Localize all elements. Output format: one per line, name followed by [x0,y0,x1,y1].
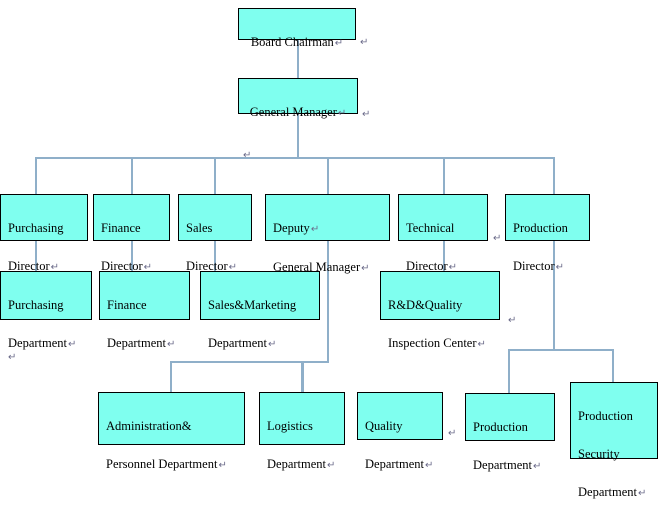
pilcrow-mark: ↵ [310,224,320,235]
connector-drop-deputy-gm [327,157,329,195]
node-purchasing-department-line2: Department [8,336,68,350]
paragraph-mark-production-director-left: ↵ [493,233,502,244]
node-technical-director-line1: Technical [406,221,455,235]
node-purchasing-department-line1: Purchasing [8,298,64,312]
pilcrow-mark: ↵ [638,488,647,499]
pilcrow-mark: ↵ [337,108,347,119]
node-logistics-department[interactable]: Logistics Department↵ [259,392,345,471]
node-production-department-line2: Department [473,458,533,472]
connector-drop-technical-director [443,157,445,195]
node-production-security-department-line2: Security [578,447,620,461]
node-finance-director[interactable]: Finance Director↵ [93,194,170,273]
connector-chairman-to-gm [297,40,299,78]
pilcrow-mark: ↵ [425,460,434,471]
pilcrow-mark: ↵ [143,262,153,273]
connector-drop-quality-department [302,361,304,394]
connector-drop-sales-director [214,157,216,195]
node-administration-personnel-department-line1: Administration& [106,419,192,433]
node-finance-department[interactable]: Finance Department↵ [99,271,190,350]
node-quality-department[interactable]: Quality Department↵ [357,392,443,471]
node-deputy-general-manager-line2: General Manager [273,260,361,274]
paragraph-mark-chairman-right: ↵ [360,37,369,48]
node-rd-quality-inspection-center-line2: Inspection Center [388,336,477,350]
paragraph-mark-quality-right: ↵ [448,428,457,439]
connector-drop-administration-personnel [170,361,172,394]
node-sales-director-line1: Sales [186,221,213,235]
connector-drop-production-director [553,157,555,195]
node-production-director-line1: Production [513,221,568,235]
connector-gm-to-bus [297,114,299,159]
node-production-department[interactable]: Production Department↵ [465,393,555,472]
pilcrow-mark: ↵ [334,38,344,49]
node-sales-marketing-department[interactable]: Sales&Marketing Department↵ [200,271,320,350]
node-production-director-line2: Director [513,259,555,273]
node-production-department-line1: Production [473,420,528,434]
node-production-security-department-line1: Production [578,409,633,423]
connector-bus-production-children [508,349,614,351]
node-quality-department-line2: Department [365,457,425,471]
node-sales-marketing-department-line1: Sales&Marketing [208,298,297,312]
pilcrow-mark: ↵ [50,262,60,273]
pilcrow-mark: ↵ [167,339,176,350]
node-production-security-department[interactable]: Production Security Department↵ [570,382,658,499]
pilcrow-mark: ↵ [68,339,77,350]
node-production-security-department-line3: Department [578,485,638,499]
connector-drop-production-security [612,349,614,382]
node-finance-department-line2: Department [107,336,167,350]
paragraph-mark-rd-right: ↵ [508,315,517,326]
node-board-chairman-label: Board Chairman [250,35,334,49]
node-deputy-general-manager[interactable]: Deputy↵ General Manager↵ [265,194,390,274]
node-technical-director[interactable]: Technical Director↵ [398,194,488,273]
connector-drop-purchasing-director [35,157,37,195]
paragraph-mark-bus-center: ↵ [243,150,252,161]
paragraph-mark-left-blank: ↵ [8,352,17,363]
node-general-manager[interactable]: General Manager↵ [238,78,358,119]
node-rd-quality-inspection-center-line1: R&D&Quality [388,298,463,312]
paragraph-mark-gm-right: ↵ [362,109,371,120]
node-purchasing-director-line2: Director [8,259,50,273]
connector-drop-finance-director [131,157,133,195]
connector-drop-logistics-department [301,361,303,394]
node-purchasing-director[interactable]: Purchasing Director↵ [0,194,88,273]
pilcrow-mark: ↵ [268,339,277,350]
node-finance-department-line1: Finance [107,298,147,312]
node-board-chairman[interactable]: Board Chairman↵ [238,8,356,49]
connector-sales-director-to-department [214,241,216,271]
pilcrow-mark: ↵ [228,262,238,273]
pilcrow-mark: ↵ [448,262,458,273]
node-purchasing-director-line1: Purchasing [8,221,64,235]
connector-bus-deputy-gm-children [170,361,329,363]
node-production-director[interactable]: Production Director↵ [505,194,590,273]
pilcrow-mark: ↵ [477,339,486,350]
node-administration-personnel-department[interactable]: Administration& Personnel Department↵ [98,392,245,471]
connector-finance-director-to-department [131,241,133,271]
node-sales-director[interactable]: Sales Director↵ [178,194,252,273]
node-finance-director-line1: Finance [101,221,141,235]
node-logistics-department-line2: Department [267,457,327,471]
node-finance-director-line2: Director [101,259,143,273]
connector-production-director-to-bus [553,241,555,350]
pilcrow-mark: ↵ [218,460,227,471]
node-deputy-general-manager-line1: Deputy [273,221,310,235]
node-technical-director-line2: Director [406,259,448,273]
connector-bus-directors [35,157,554,159]
connector-drop-production-department [508,349,510,393]
node-purchasing-department[interactable]: Purchasing Department↵ [0,271,92,350]
node-sales-marketing-department-line2: Department [208,336,268,350]
connector-deputy-gm-to-bus [327,241,329,363]
pilcrow-mark: ↵ [555,262,565,273]
node-general-manager-label: General Manager [249,105,337,119]
connector-technical-director-to-rd [443,241,445,271]
pilcrow-mark: ↵ [361,263,370,274]
pilcrow-mark: ↵ [533,461,542,472]
connector-purchasing-director-to-department [35,241,37,271]
node-administration-personnel-department-line2: Personnel Department [106,457,218,471]
node-logistics-department-line1: Logistics [267,419,313,433]
node-quality-department-line1: Quality [365,419,403,433]
node-sales-director-line2: Director [186,259,228,273]
node-rd-quality-inspection-center[interactable]: R&D&Quality Inspection Center↵ [380,271,500,350]
pilcrow-mark: ↵ [327,460,336,471]
